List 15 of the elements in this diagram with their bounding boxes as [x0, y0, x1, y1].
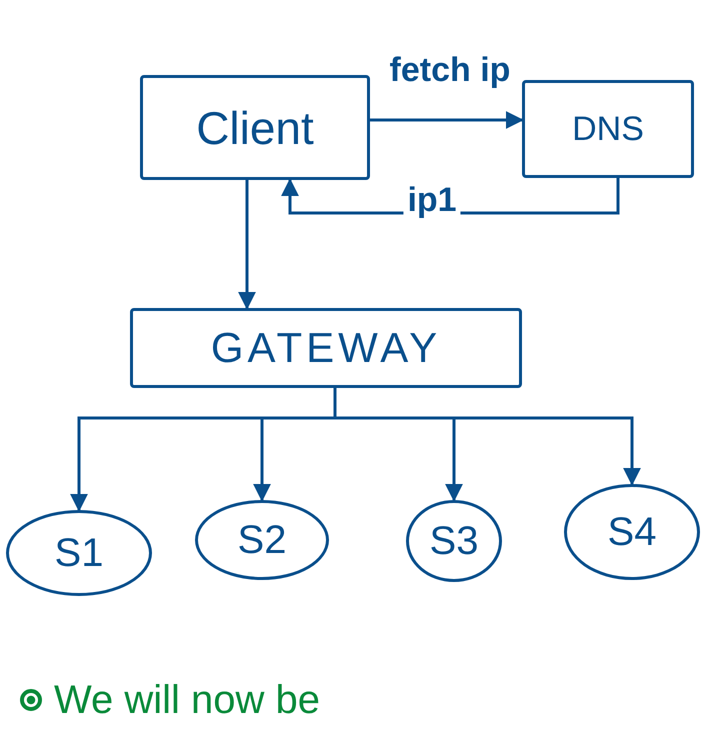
process-box [522, 80, 694, 178]
node-label: S4 [608, 512, 656, 552]
arrow [370, 111, 524, 129]
process-box [130, 308, 522, 388]
node-label: DNS [572, 112, 644, 146]
node-label: GATEWAY [210, 327, 442, 369]
node-label: S1 [54, 533, 104, 573]
note-text: We will now be [20, 676, 320, 724]
node-label: S3 [430, 521, 478, 561]
arrow [238, 180, 256, 310]
node-label: S2 [238, 520, 286, 560]
process-box [140, 75, 370, 180]
node-label: Client [196, 104, 314, 150]
arrow [334, 388, 641, 486]
edge-label: ip1 [403, 183, 461, 217]
